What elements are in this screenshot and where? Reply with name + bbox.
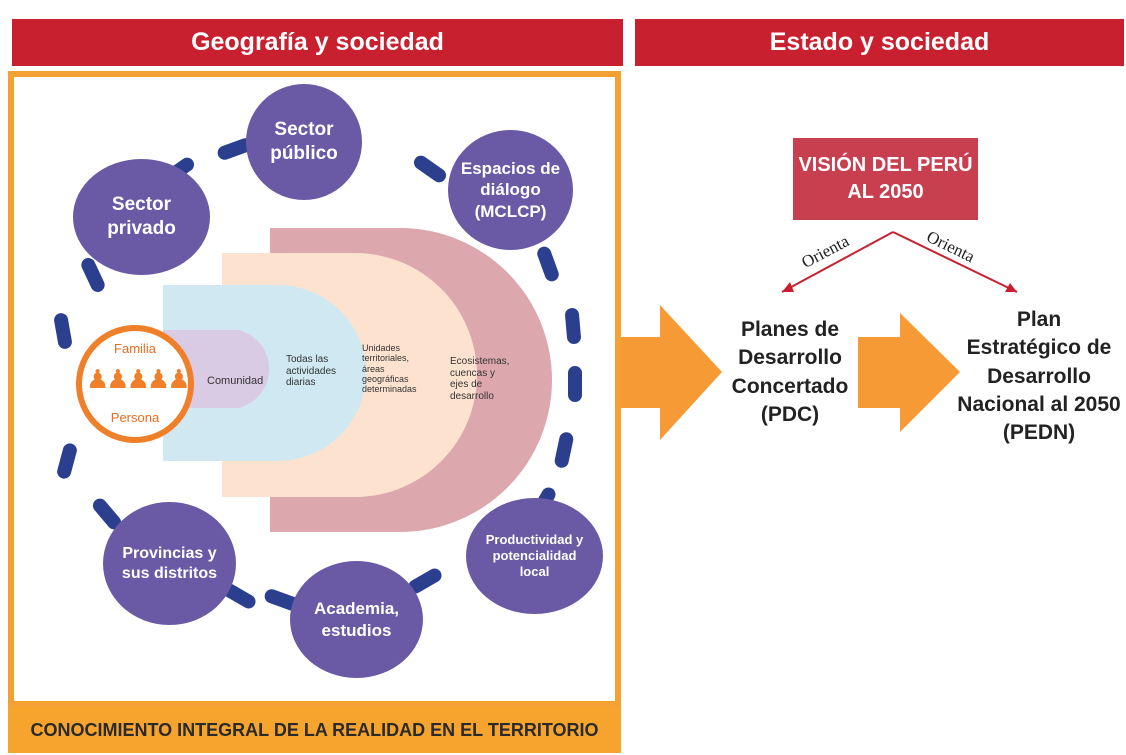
productividad-circle: Productividad y potencialidad local — [466, 498, 603, 614]
ecosistemas-line3: ejes de — [450, 379, 483, 390]
vision-line1: VISIÓN DEL PERÚ — [798, 154, 973, 176]
actividades-line1: Todas las — [286, 354, 329, 365]
ecosistemas-line2: cuencas y — [450, 367, 496, 379]
main-arrow — [621, 305, 722, 440]
unidades-line5: determinadas — [362, 384, 417, 395]
geografia-banner: Geografía y sociedad — [12, 19, 623, 66]
pedn-line3: Desarrollo — [987, 364, 1091, 388]
pedn-line2: Estratégico de — [966, 336, 1112, 360]
sector-publico-circle: Sector público — [246, 84, 362, 200]
unidades-line2: territoriales, — [362, 353, 410, 364]
sector-privado-circle: Sector privado — [73, 159, 210, 275]
ring-dash — [568, 366, 582, 402]
pdc-line3: Concertado — [731, 374, 849, 398]
ring-dash — [564, 307, 582, 345]
unidades-line1: Unidades — [362, 343, 401, 353]
sector-privado-line2: privado — [107, 218, 176, 239]
espacios-line1: Espacios de — [460, 159, 561, 179]
provincias-line1: Provincias y — [122, 544, 217, 562]
pdc-to-pedn-arrow — [858, 313, 960, 432]
sector-privado-line1: Sector — [111, 194, 172, 216]
footer-text: CONOCIMIENTO INTEGRAL DE LA REALIDAD EN … — [30, 719, 599, 740]
familia-label: Familia — [114, 341, 156, 356]
pedn-line1: Plan — [1016, 308, 1062, 331]
actividades-line3: diarias — [286, 377, 316, 388]
estado-title: Estado y sociedad — [769, 28, 990, 56]
ecosistemas-line1: Ecosistemas, — [450, 356, 510, 367]
vision-line2: AL 2050 — [847, 181, 924, 203]
unidades-line4: geográficas — [362, 374, 409, 385]
academia-circle: Academia, estudios — [290, 561, 423, 678]
pedn-line5: (PEDN) — [1002, 421, 1076, 445]
espacios-dialogo-circle: Espacios de diálogo (MCLCP) — [448, 130, 573, 250]
sector-publico-line2: público — [270, 143, 338, 164]
espacios-line3: (MCLCP) — [474, 201, 547, 221]
provincias-circle: Provincias y sus distritos — [103, 502, 236, 625]
unidades-line3: áreas — [362, 363, 385, 374]
pdc-line2: Desarrollo — [738, 346, 842, 370]
estado-banner: Estado y sociedad — [635, 19, 1124, 66]
actividades-line2: actividades — [286, 365, 337, 377]
orienta-right-head — [1005, 283, 1017, 292]
ecosistemas-line4: desarrollo — [450, 390, 494, 402]
pdc-line4: (PDC) — [760, 403, 820, 427]
pdc-line1: Planes de — [740, 318, 840, 341]
orienta-left-line — [781, 231, 894, 293]
productividad-line1: Productividad y — [485, 531, 584, 547]
comunidad-label: Comunidad — [207, 375, 264, 387]
persona-label: Persona — [110, 410, 160, 425]
productividad-line3: local — [519, 564, 550, 580]
ecosistemas-label: Ecosistemas, cuencas y ejes de desarroll… — [450, 356, 509, 402]
pedn-text: Plan Estratégico de Desarrollo Nacional … — [953, 306, 1125, 448]
actividades-label: Todas las actividades diarias — [286, 354, 336, 389]
academia-line1: Academia, — [313, 599, 400, 619]
family-people-icon: ♟♟♟♟♟ — [86, 364, 191, 394]
sector-publico-line1: Sector — [274, 119, 334, 141]
orienta-right-line — [892, 231, 1018, 293]
espacios-line2: diálogo — [480, 180, 541, 200]
familia-persona-ring: Familia ♟♟♟♟♟ Persona — [76, 325, 194, 443]
provincias-line2: sus distritos — [121, 564, 218, 582]
productividad-line2: potencialidad — [492, 547, 577, 563]
orienta-left-head — [782, 282, 794, 292]
unidades-label: Unidades territoriales, áreas geográfica… — [362, 343, 417, 395]
geografia-title: Geografía y sociedad — [191, 28, 444, 56]
pedn-line4: Nacional al 2050 — [957, 393, 1121, 417]
footer-bar: CONOCIMIENTO INTEGRAL DE LA REALIDAD EN … — [8, 707, 621, 753]
pdc-text: Planes de Desarrollo Concertado (PDC) — [725, 316, 855, 429]
academia-line2: estudios — [321, 620, 392, 640]
vision-box: VISIÓN DEL PERÚ AL 2050 — [793, 138, 978, 220]
